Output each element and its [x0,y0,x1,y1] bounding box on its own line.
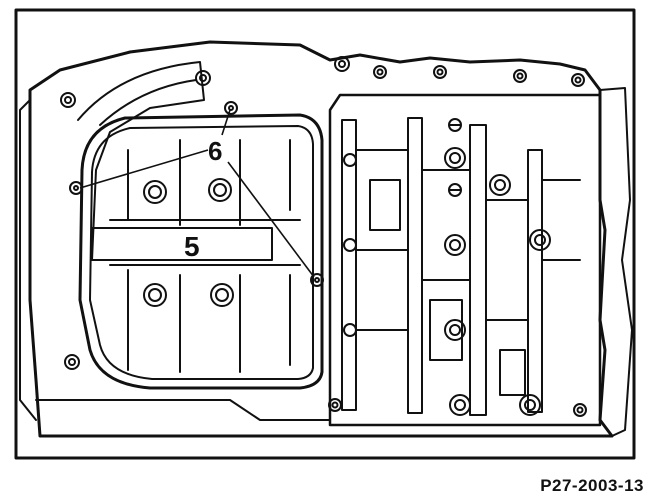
casting-curve-inner [99,79,197,126]
callout-5: 5 [184,231,200,262]
housing-outline [28,40,614,438]
housing-bolts [60,56,587,417]
label-plate [91,227,273,261]
cover-ribs [127,139,291,373]
housing-left-edge [19,99,37,421]
valve-plate-outline [328,93,602,427]
callout-6: 6 [208,136,222,166]
cover-upper-panel [109,219,301,266]
casting-curve [77,61,205,261]
cover-bosses [143,178,234,307]
filter-cover [78,113,324,390]
base-ledge [35,399,331,421]
figure-reference-code: P27-2003-13 [540,476,644,495]
callout-leaders [79,109,315,278]
figure-frame [14,8,636,460]
valve-slots [341,117,581,416]
filter-cover-rim [89,125,314,380]
cover-screws [69,101,324,287]
valve-bolts [343,118,551,416]
housing-right-flange [599,87,633,437]
